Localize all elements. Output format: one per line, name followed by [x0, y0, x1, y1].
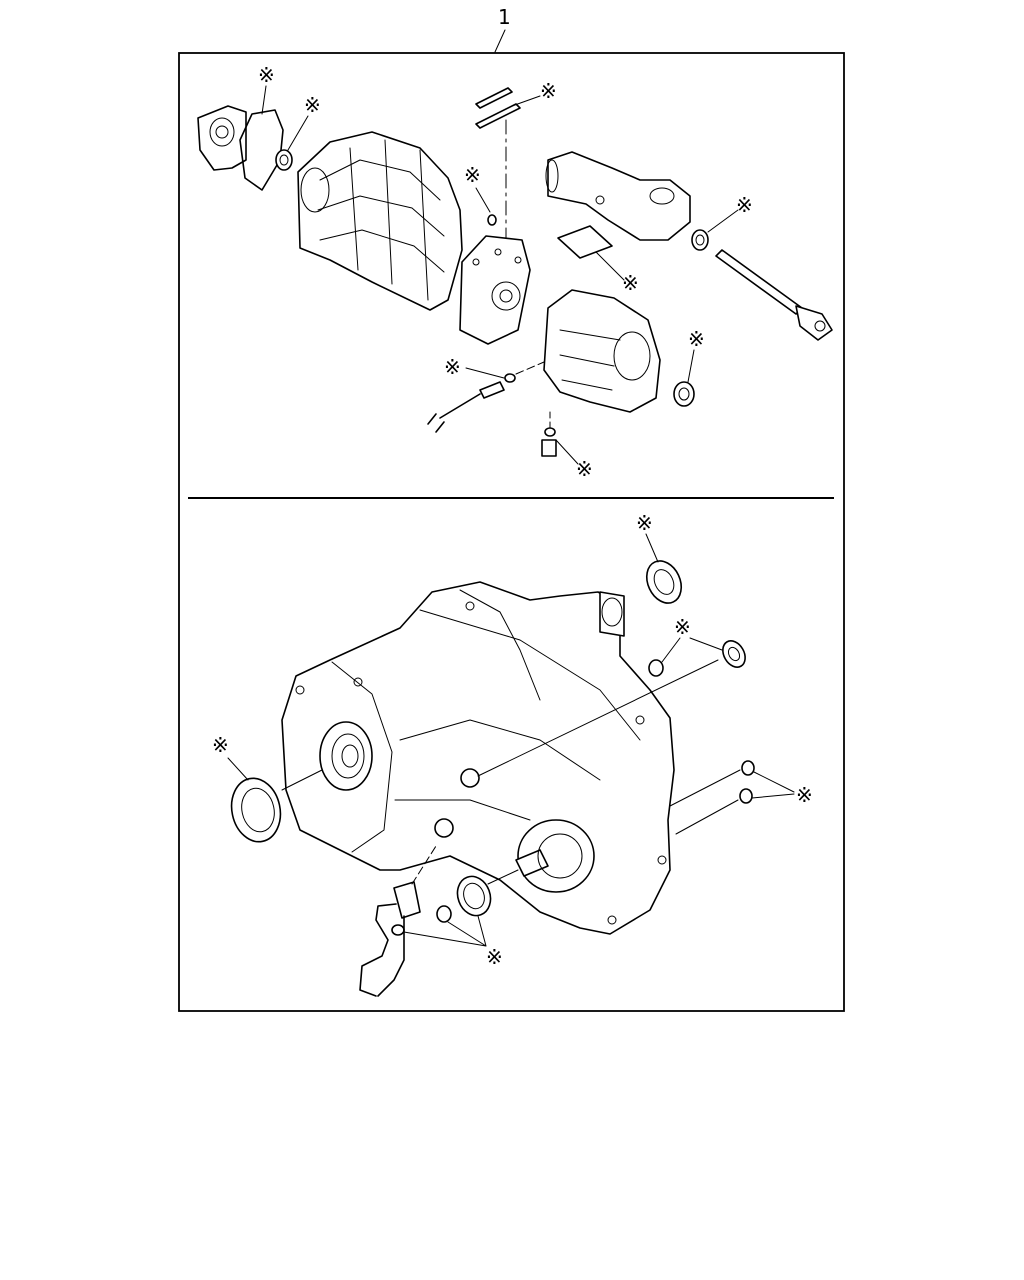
front-seal-leader: [281, 769, 323, 791]
o-ring-lower: [436, 905, 452, 923]
housing-gasket: [557, 225, 613, 259]
assembly-leader-line: [494, 29, 506, 53]
bushing-upper: [722, 640, 746, 668]
marker-asterisk: ※: [540, 79, 557, 103]
intermediate-plate: [459, 235, 531, 345]
marker-asterisk: ※: [464, 163, 481, 187]
transmission-case: [297, 131, 463, 311]
o-ring-upper: [648, 659, 664, 677]
marker-asterisk: ※: [796, 783, 813, 807]
input-oil-seal: [275, 149, 293, 171]
marker-asterisk: ※: [576, 457, 593, 481]
bushing-leader: [477, 659, 719, 777]
o-ring-leader-lower: [675, 799, 739, 835]
shift-arm: [715, 249, 833, 341]
marker-asterisk: ※: [622, 271, 639, 295]
rear-oil-seal: [673, 381, 695, 407]
drain-plug: [541, 427, 557, 457]
o-ring-right-upper: [741, 760, 755, 776]
sensor-lower-leader: [411, 845, 437, 885]
retainer-gasket: [239, 109, 284, 191]
top-output-shaft: [599, 591, 625, 637]
marker-asterisk: ※: [674, 615, 691, 639]
front-output-flange: [319, 721, 373, 791]
sensor-leader: [515, 361, 545, 375]
small-o-ring: [487, 214, 497, 226]
o-ring-leader-upper: [669, 769, 741, 807]
upper-section: ※ ※ ※ ※ ※ ※ ※ ※ ※: [197, 63, 833, 481]
marker-asterisk: ※: [486, 945, 503, 969]
rear-oil-seal-lower: [456, 875, 492, 917]
marker-group-upper: ※ ※ ※ ※ ※ ※ ※ ※ ※: [258, 63, 753, 481]
o-ring-right-lower: [739, 788, 753, 804]
shift-lever-housing: [545, 151, 691, 241]
marker-group-lower: ※ ※ ※ ※ ※: [212, 511, 813, 969]
marker-asterisk: ※: [258, 63, 275, 87]
lower-boss: [434, 818, 454, 838]
rear-seal-leader: [487, 869, 519, 885]
shift-rod: [475, 87, 521, 129]
marker-asterisk: ※: [304, 93, 321, 117]
lower-section: ※ ※ ※ ※ ※: [212, 511, 813, 997]
top-oil-seal: [645, 560, 683, 604]
marker-asterisk: ※: [688, 327, 705, 351]
assembly-callout-number: 1: [498, 5, 511, 29]
speed-sensor: [427, 373, 516, 433]
lower-speed-sensor: [359, 881, 421, 997]
marker-asterisk: ※: [636, 511, 653, 535]
marker-asterisk: ※: [444, 355, 461, 379]
center-boss: [460, 768, 480, 788]
marker-asterisk: ※: [212, 733, 229, 757]
front-retainer-cover: [197, 105, 247, 171]
front-oil-seal: [230, 777, 282, 843]
rear-output-flange: [515, 819, 595, 893]
diagram-frame: [178, 52, 845, 1012]
extension-housing: [543, 289, 661, 413]
marker-asterisk: ※: [736, 193, 753, 217]
shift-rod-seal: [691, 229, 709, 251]
